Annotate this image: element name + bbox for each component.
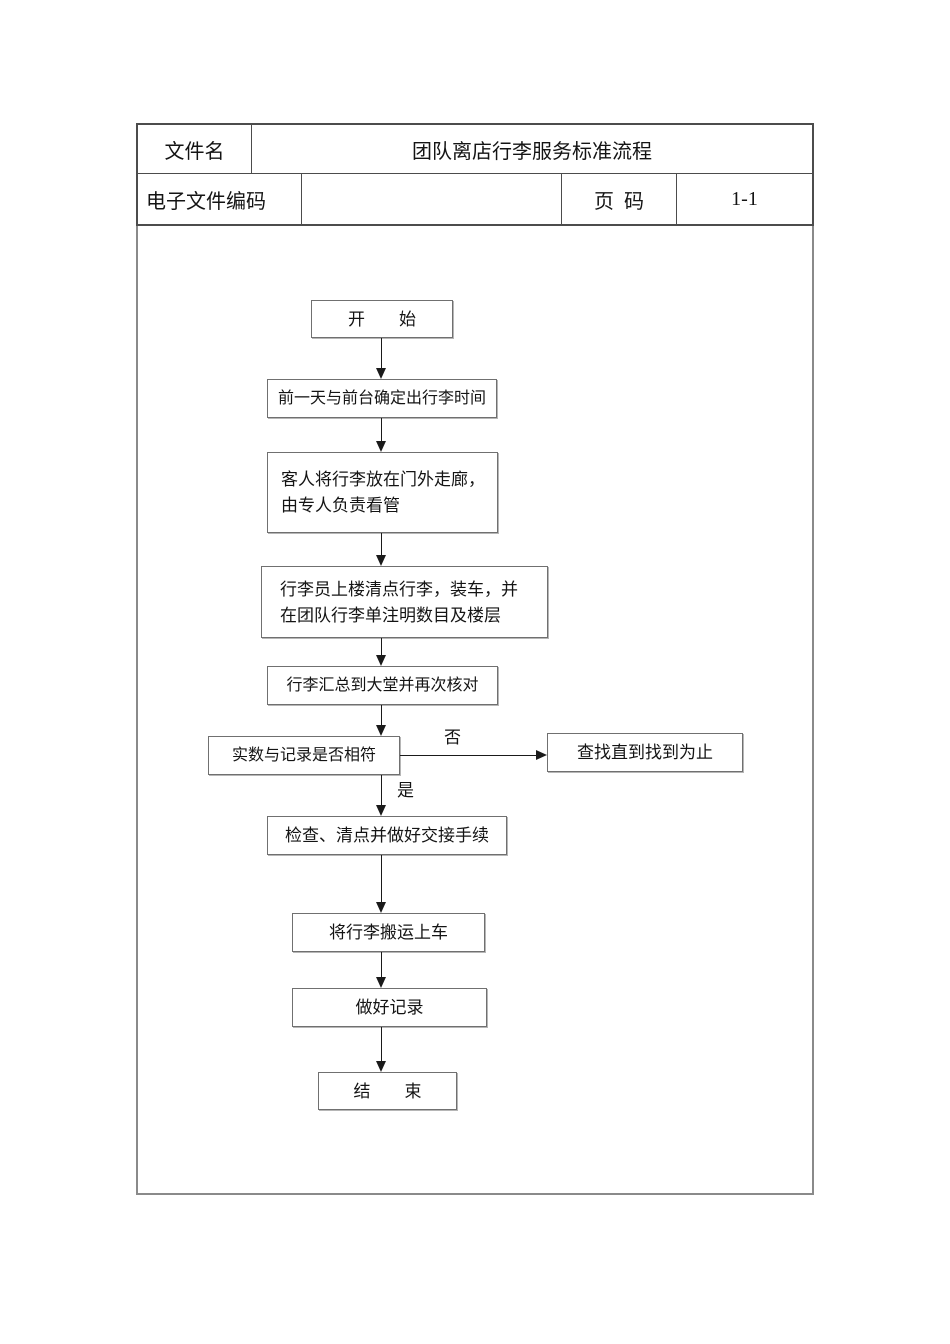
flow-node-load-vehicle: 将行李搬运上车 <box>292 913 485 952</box>
branch-label-yes: 是 <box>397 781 414 800</box>
header-row-1: 文件名 团队离店行李服务标准流程 <box>136 123 814 174</box>
arrow-line <box>381 855 382 903</box>
arrow-line <box>381 775 382 806</box>
arrow-line <box>381 338 382 369</box>
arrowhead-down-icon <box>376 805 386 816</box>
arrow-line <box>381 1027 382 1062</box>
arrow-handover-to-load <box>376 855 387 913</box>
arrow-line <box>381 952 382 978</box>
arrow-count-to-gather <box>376 638 387 666</box>
arrowhead-down-icon <box>376 655 386 666</box>
flow-node-gather-lobby: 行李汇总到大堂并再次核对 <box>267 666 498 705</box>
flow-node-search-until-found: 查找直到找到为止 <box>547 733 743 772</box>
arrow-line <box>381 418 382 442</box>
arrowhead-down-icon <box>376 902 386 913</box>
arrow-gather-to-verify <box>376 705 387 736</box>
flow-node-make-record: 做好记录 <box>292 988 487 1027</box>
flow-node-count-load-line2: 在团队行李单注明数目及楼层 <box>280 605 501 625</box>
arrow-line <box>381 638 382 656</box>
flowchart-area: 开 始 前一天与前台确定出行李时间 客人将行李放在门外走廊， 由专人负责看管 行… <box>136 226 814 1195</box>
flow-node-place-luggage-line2: 由专人负责看管 <box>281 496 400 515</box>
arrow-line <box>381 705 382 726</box>
arrow-verify-to-handover <box>376 775 387 816</box>
arrow-place-to-count <box>376 533 387 566</box>
flow-node-start: 开 始 <box>311 300 453 338</box>
arrow-line <box>400 755 537 756</box>
page-number-label: 页 码 <box>562 174 677 224</box>
file-code-value <box>302 174 562 224</box>
flow-node-count-load-line1: 行李员上楼清点行李，装车，并 <box>280 579 518 599</box>
arrowhead-down-icon <box>376 441 386 452</box>
document-title: 团队离店行李服务标准流程 <box>412 140 652 163</box>
flow-node-verify-match: 实数与记录是否相符 <box>208 736 400 775</box>
arrowhead-right-icon <box>536 749 547 760</box>
arrowhead-down-icon <box>376 1061 386 1072</box>
flow-node-end: 结 束 <box>318 1072 457 1110</box>
arrow-verify-to-search <box>400 749 547 761</box>
page-number-value: 1-1 <box>731 187 758 210</box>
arrow-start-to-confirm <box>376 338 387 379</box>
arrow-load-to-record <box>376 952 387 988</box>
arrow-record-to-end <box>376 1027 387 1072</box>
arrowhead-down-icon <box>376 368 386 379</box>
branch-label-no: 否 <box>444 728 461 747</box>
flow-node-place-luggage: 客人将行李放在门外走廊， 由专人负责看管 <box>267 452 498 533</box>
file-code-label: 电子文件编码 <box>138 174 302 224</box>
flow-node-count-load: 行李员上楼清点行李，装车，并 在团队行李单注明数目及楼层 <box>261 566 548 638</box>
flow-node-place-luggage-line1: 客人将行李放在门外走廊， <box>281 470 485 489</box>
flow-node-handover: 检查、清点并做好交接手续 <box>267 816 507 855</box>
arrow-line <box>381 533 382 556</box>
file-name-label: 文件名 <box>138 125 252 173</box>
arrowhead-down-icon <box>376 977 386 988</box>
arrowhead-down-icon <box>376 725 386 736</box>
arrow-confirm-to-place <box>376 418 387 452</box>
header-row-2: 电子文件编码 页 码 1-1 <box>136 174 814 226</box>
arrowhead-down-icon <box>376 555 386 566</box>
flow-node-confirm-time: 前一天与前台确定出行李时间 <box>267 379 497 418</box>
